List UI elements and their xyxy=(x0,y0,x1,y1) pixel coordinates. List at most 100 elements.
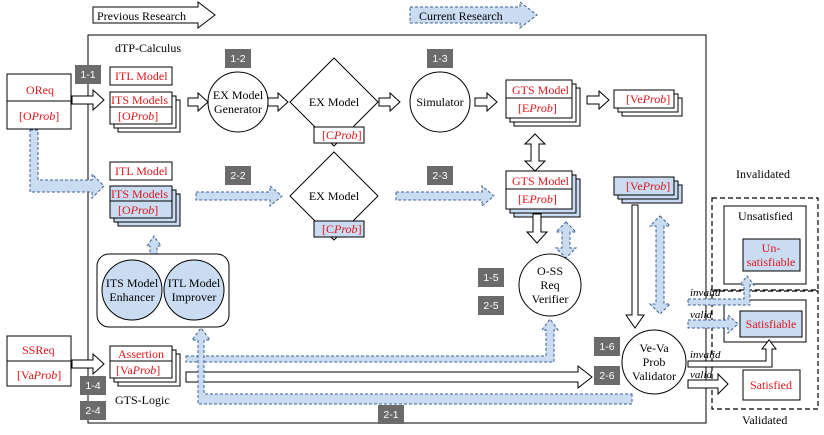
veprob-stack-1: [VeProb] xyxy=(613,89,683,117)
gts-logic-label: GTS-Logic xyxy=(115,393,170,407)
oprob-label-1: [OProb] xyxy=(118,109,158,123)
arrow-gts-to-veprob xyxy=(586,89,610,111)
valid-label-previous: valid xyxy=(690,369,712,381)
arrow-oreq-to-its-current xyxy=(29,129,105,200)
arrow-gts-to-verifier xyxy=(525,213,549,244)
arrow-ex-to-gts-2 xyxy=(395,184,495,208)
satisfiable-label: Satisfiable xyxy=(746,317,797,331)
oreq-input-box: OReq [OProb] xyxy=(6,73,72,130)
svg-text:2-5: 2-5 xyxy=(483,300,498,312)
oprob-label-2: [OProb] xyxy=(118,203,158,217)
arrow-its-to-ex-2 xyxy=(195,184,283,208)
gts-model-label-2: GTS Model xyxy=(512,174,570,188)
simulator: Simulator xyxy=(409,71,471,133)
unsatisfiable-box: Un- satisfiable xyxy=(742,238,801,272)
svg-text:1-2: 1-2 xyxy=(230,53,245,65)
gts-model-stack-2: GTS Model [EProb] xyxy=(505,170,581,218)
step-badge-1-1: 1-1 xyxy=(75,65,101,84)
svg-text:1-5: 1-5 xyxy=(483,272,498,284)
arrow-assertion-to-verifier xyxy=(185,318,559,363)
ve-va-prob-validator: Ve-Va Prob Validator xyxy=(621,329,687,395)
its-models-label-1: ITS Models xyxy=(111,93,168,107)
arrow-sim-to-gts xyxy=(474,91,498,113)
itl-model-improver: ITL Model Improver xyxy=(163,259,225,321)
ex-gen-label-2: Generator xyxy=(214,102,262,116)
ssreq-label: SSReq xyxy=(22,343,55,357)
arrow-invalid-previous xyxy=(687,339,778,368)
its-model-enhancer: ITS Model Enhancer xyxy=(101,259,163,321)
validated-label: Validated xyxy=(742,413,787,427)
ex-gen-label-1: EX Model xyxy=(213,88,264,102)
gts-model-label-1: GTS Model xyxy=(512,83,570,97)
invalidated-label: Invalidated xyxy=(736,167,790,181)
simulator-label: Simulator xyxy=(416,95,463,109)
its-models-stack-2: ITS Models [OProb] xyxy=(109,185,181,227)
verifier-label-3: Verifier xyxy=(532,292,569,306)
satisfiable-box: Satisfiable xyxy=(739,310,803,338)
arrow-valid-previous xyxy=(687,372,729,396)
arrow-its-to-exgen xyxy=(187,91,209,113)
ex-model-generator: EX Model Generator xyxy=(207,71,269,133)
cprob-label-1: [CProb] xyxy=(322,128,362,142)
oprob-input-label: [OProb] xyxy=(19,109,59,123)
assertion-label: Assertion xyxy=(118,347,164,361)
svg-text:1-6: 1-6 xyxy=(599,341,614,353)
step-badge-1-2: 1-2 xyxy=(225,49,251,68)
svg-text:2-6: 2-6 xyxy=(599,370,614,382)
ex-model-1: EX Model [CProb] xyxy=(289,57,379,147)
ex-model-label-2: EX Model xyxy=(309,189,360,203)
its-models-stack-1: ITS Models [OProb] xyxy=(109,91,181,133)
arrow-veprob-to-validator xyxy=(625,204,645,329)
arrow-enhancer-to-its xyxy=(146,235,162,255)
unsatisfiable-label-2: satisfiable xyxy=(747,255,796,269)
dtp-calculus-label: dTP-Calculus xyxy=(115,41,181,55)
arrow-oreq-to-its xyxy=(71,88,105,112)
eprob-label-1: [EProb] xyxy=(518,101,557,115)
legend-previous-label: Previous Research xyxy=(97,9,186,23)
ex-model-2: EX Model [CProb] xyxy=(289,151,379,241)
oreq-label: OReq xyxy=(26,83,54,97)
invalidated-region xyxy=(711,197,819,291)
validated-region xyxy=(711,290,819,410)
its-models-label-2: ITS Models xyxy=(111,187,168,201)
arrow-assertion-to-validator xyxy=(185,364,593,390)
vaprob-input-label: [VaProb] xyxy=(17,368,61,382)
legend-current-label: Current Research xyxy=(419,9,503,23)
step-badge-2-2: 2-2 xyxy=(225,166,251,185)
eprob-label-2: [EProb] xyxy=(518,192,557,206)
legend-previous-research: Previous Research xyxy=(92,0,216,30)
step-badge-2-6: 2-6 xyxy=(594,366,620,385)
satisfied-box: Satisfied xyxy=(742,369,801,401)
svg-text:2-4: 2-4 xyxy=(85,405,100,417)
itl-model-box-2: ITL Model xyxy=(109,161,173,181)
step-badge-1-5: 1-5 xyxy=(478,268,504,287)
unsatisfied-label: Unsatisfied xyxy=(738,209,793,223)
assertion-stack: Assertion [VaProb] xyxy=(109,345,181,387)
svg-text:2-1: 2-1 xyxy=(383,409,398,421)
enhancer-label-2: Enhancer xyxy=(109,290,154,304)
invalid-label-current: invalid xyxy=(690,287,721,299)
itl-model-box-1: ITL Model xyxy=(109,66,173,86)
arrow-ssreq-to-assertion xyxy=(71,352,105,376)
step-badge-1-6: 1-6 xyxy=(594,337,620,356)
enhancer-label-1: ITS Model xyxy=(106,276,159,290)
vaprob-label: [VaProb] xyxy=(116,363,160,377)
ex-model-label-1: EX Model xyxy=(309,95,360,109)
itl-model-label-2: ITL Model xyxy=(115,164,168,178)
svg-text:1-4: 1-4 xyxy=(85,380,100,392)
valid-label-current: valid xyxy=(690,309,712,321)
itl-model-label-1: ITL Model xyxy=(115,69,168,83)
satisfied-label: Satisfied xyxy=(750,378,792,392)
arrow-exgen-to-ex xyxy=(267,91,289,113)
verifier-label-1: O-SS xyxy=(537,264,563,278)
step-badge-2-1: 2-1 xyxy=(378,405,404,424)
validator-label-2: Prob xyxy=(643,355,666,369)
improver-label-1: ITL Model xyxy=(168,276,221,290)
unsatisfied-region xyxy=(723,205,807,285)
unsatisfiable-label-1: Un- xyxy=(762,241,781,255)
step-badge-1-4: 1-4 xyxy=(80,376,106,395)
veprob-stack-2: [VeProb] xyxy=(613,176,683,204)
validator-label-1: Ve-Va xyxy=(639,341,669,355)
arrow-valid-current xyxy=(687,313,739,335)
